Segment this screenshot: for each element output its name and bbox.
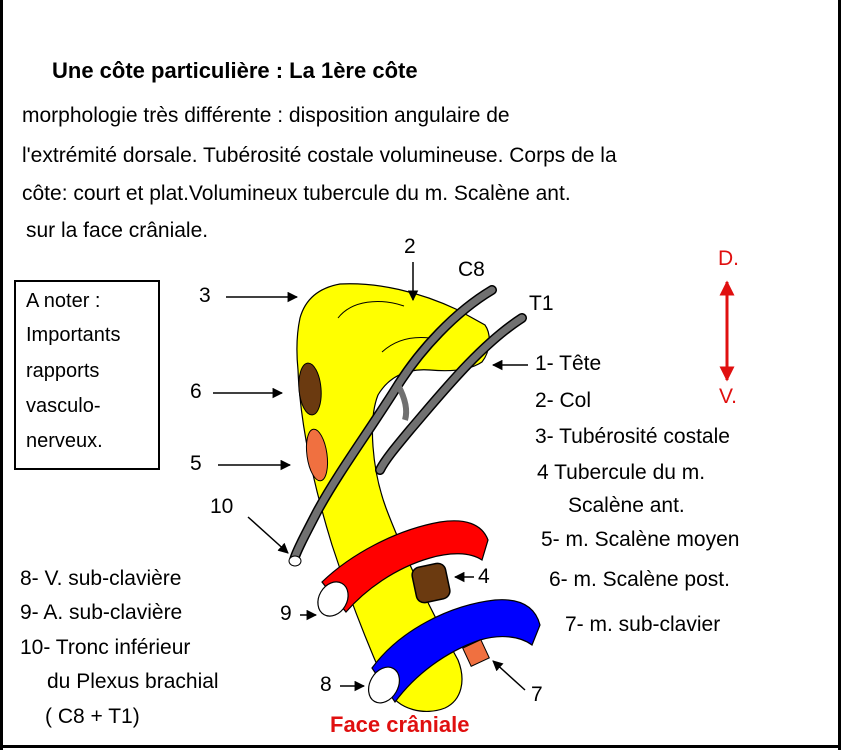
marker-t1: T1 <box>529 292 554 315</box>
legend-item: 8- V. sub-clavière <box>20 567 182 590</box>
artery-end <box>317 581 349 617</box>
arrow-10 <box>247 516 289 554</box>
note-line: Importants <box>26 324 121 346</box>
muscle-sub-clavier <box>462 639 490 667</box>
nerve-t1-fill <box>376 314 526 474</box>
note-box: A noter : Importants rapports vasculo- n… <box>14 280 160 470</box>
legend-item: 6- m. Scalène post. <box>549 568 730 591</box>
marker-5: 5 <box>190 452 202 475</box>
legend-item: 9- A. sub-clavière <box>20 601 183 624</box>
neck-crease <box>381 337 431 353</box>
marker-7: 7 <box>531 683 543 706</box>
marker-c8: C8 <box>458 258 485 281</box>
marker-9: 9 <box>280 602 292 625</box>
description-line: sur la face crâniale. <box>26 219 209 242</box>
marker-2: 2 <box>404 235 416 258</box>
marker-10: 10 <box>210 495 234 518</box>
legend-item: 10- Tronc inférieur <box>20 636 191 659</box>
orientation-ventral: V. <box>719 385 737 408</box>
legend-item: 5- m. Scalène moyen <box>541 528 740 551</box>
frame-right-border <box>838 0 841 750</box>
nerve-junction <box>395 383 410 421</box>
tuberosity-crease <box>337 301 405 319</box>
legend-item: ( C8 + T1) <box>45 705 140 728</box>
marker-3: 3 <box>199 284 211 307</box>
legend-item: 2- Col <box>535 389 592 412</box>
description-line: côte: court et plat.Volumineux tubercule… <box>22 182 571 205</box>
marker-6: 6 <box>190 380 202 403</box>
description-line: l'extrémité dorsale. Tubérosité costale … <box>22 144 617 167</box>
legend-item: Scalène ant. <box>568 494 685 517</box>
subclavian-artery <box>321 520 489 613</box>
note-line: nerveux. <box>26 430 103 452</box>
marker-8: 8 <box>320 673 332 696</box>
frame-bottom-border <box>0 745 841 748</box>
vein-end <box>367 666 401 704</box>
caption-face-craniale: Face crâniale <box>330 712 470 737</box>
note-line: vasculo- <box>26 395 101 417</box>
legend-item: du Plexus brachial <box>47 670 219 693</box>
legend-item: 3- Tubérosité costale <box>535 425 730 448</box>
nerve-end <box>288 555 302 567</box>
frame-left-border <box>0 0 3 750</box>
legend-item: 7- m. sub-clavier <box>565 613 721 636</box>
subclavian-vein <box>371 599 541 704</box>
orientation-dorsal: D. <box>718 247 739 270</box>
note-line: A noter : <box>26 290 101 312</box>
marker-4: 4 <box>478 565 490 588</box>
note-line: rapports <box>26 360 100 382</box>
muscle-scalene-ant <box>411 562 451 604</box>
legend-item: 1- Tête <box>535 352 602 375</box>
page-title: Une côte particulière : La 1ère côte <box>52 58 418 83</box>
legend-item: 4 Tubercule du m. <box>537 461 706 484</box>
arrow-7 <box>492 660 526 691</box>
nerve-c8-fill <box>290 286 496 564</box>
muscle-scalene-post <box>298 362 322 416</box>
muscle-scalene-moyen <box>305 428 329 482</box>
description-line: morphologie très différente : dispositio… <box>22 104 510 127</box>
